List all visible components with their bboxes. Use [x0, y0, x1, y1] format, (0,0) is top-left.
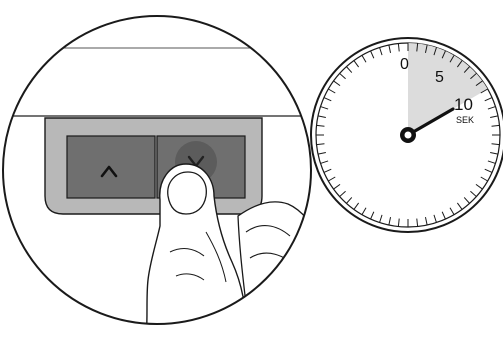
dial-tick [441, 50, 446, 59]
elapsed-sector [408, 43, 488, 135]
dial-tick [424, 44, 428, 53]
dial-tick [490, 151, 499, 155]
dial-tick [328, 88, 336, 94]
dial-tick [323, 97, 332, 102]
finger-crease [245, 225, 291, 237]
dial-tick [475, 183, 483, 190]
dial-tick [339, 73, 346, 80]
dial-label-5: 5 [435, 69, 444, 86]
dial-hub-center [404, 131, 412, 139]
dial-tick [433, 47, 437, 56]
dial-tick [456, 202, 463, 210]
dial-tick [328, 176, 336, 182]
dial-tick [470, 73, 477, 80]
dial-tick [424, 217, 428, 226]
finger-contour [205, 231, 227, 283]
dial-tick [484, 97, 493, 102]
dial-tick [317, 151, 326, 155]
dial-tick [346, 66, 353, 73]
dial-label-0: 0 [400, 56, 409, 73]
dial-label-10: 10 [454, 95, 473, 114]
dial-tick [416, 43, 419, 52]
dial-tick [320, 106, 329, 110]
dial-tick [441, 211, 446, 220]
dial-tick [320, 160, 329, 164]
dial-tick [490, 115, 499, 119]
dial-tick [323, 168, 332, 173]
dial-tick [353, 202, 360, 210]
dial-tick [346, 197, 353, 204]
timer-dial [310, 37, 503, 233]
finger-crease [169, 247, 205, 257]
magnifier-lens [2, 15, 312, 325]
dial-tick [480, 176, 488, 182]
dial-tick [316, 143, 325, 146]
dial-tick [470, 190, 477, 197]
dial-tick [397, 218, 400, 227]
dial-unit-label: SEK [456, 115, 475, 125]
dial-tick [491, 124, 500, 127]
dial-tick [333, 183, 341, 190]
dial-tick [353, 60, 360, 68]
dial-tick [475, 80, 483, 87]
dial-tick [388, 44, 392, 53]
dial-tick [339, 190, 346, 197]
up-key-face [66, 135, 156, 199]
dial-tick [463, 197, 470, 204]
hand-fingers [237, 201, 311, 324]
dial-tick [449, 207, 455, 215]
dial-tick [456, 60, 463, 68]
dial-tick [480, 88, 488, 94]
up-button[interactable] [66, 135, 156, 199]
dial-tick [484, 168, 493, 173]
dial-tick [449, 55, 455, 63]
chevron-up-icon [100, 165, 118, 178]
finger-crease [175, 273, 205, 281]
dial-tick [433, 214, 437, 223]
dial-tick [397, 43, 400, 52]
dial-tick [388, 217, 392, 226]
fingernail [167, 171, 207, 215]
dial-tick [370, 211, 375, 220]
dial-tick [416, 218, 419, 227]
dial-tick [463, 66, 470, 73]
lens-outline [2, 15, 312, 325]
dial-tick [487, 106, 496, 110]
dial-tick [317, 115, 326, 119]
dial-needle [406, 107, 455, 137]
dial-tick [361, 207, 367, 215]
dial-tick [379, 47, 383, 56]
dial-tick [316, 124, 325, 127]
dial-ticks [316, 43, 500, 227]
dial-tick [487, 160, 496, 164]
dial-tick [333, 80, 341, 87]
dial-tick [361, 55, 367, 63]
dial-tick [370, 50, 375, 59]
dial-tick [491, 143, 500, 146]
dial-tick [379, 214, 383, 223]
